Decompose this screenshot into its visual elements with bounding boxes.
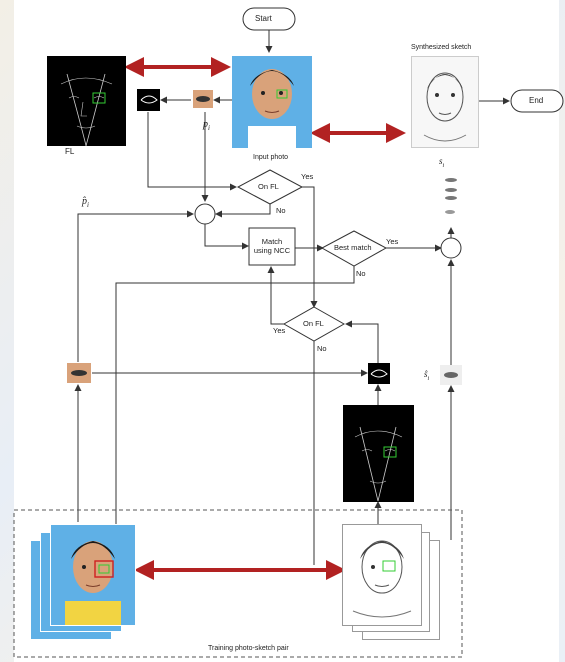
onfl-no-line: [216, 204, 270, 214]
pi-sub: i: [208, 124, 210, 132]
start-label: Start: [255, 15, 272, 23]
input-eye-patch: [193, 90, 213, 108]
si-sub: i: [443, 163, 445, 169]
training-photo-face: [51, 525, 135, 625]
training-eye-glyph: [67, 363, 91, 383]
on-fl-bottom-label: On FL: [303, 320, 324, 328]
shape-to-onfl-line: [148, 112, 236, 187]
si-hat-label: ŝi: [424, 370, 429, 382]
yes-best-label: Yes: [386, 238, 398, 246]
sketch-eye-glyph: [440, 365, 462, 385]
output-combiner-circle: [441, 238, 461, 258]
best-match-label: Best match: [334, 244, 372, 252]
yes-top-label: Yes: [301, 173, 313, 181]
input-eye-glyph: [193, 90, 213, 108]
on-fl-top-label: On FL: [258, 183, 279, 191]
no-best-label: No: [356, 270, 366, 278]
onfl-bottom-yes-line: [271, 267, 284, 324]
training-photo-image: [50, 524, 136, 626]
sketch-eye-patch: [440, 365, 462, 385]
synthesized-sketch-caption: Synthesized sketch: [411, 44, 471, 51]
fl-face-outline: [47, 56, 126, 146]
onfl-yes-line: [302, 187, 314, 307]
no-top-label: No: [276, 207, 286, 215]
pi-label: pi: [203, 120, 210, 132]
input-photo-caption: Input photo: [253, 154, 288, 161]
training-eye-patch: [67, 363, 91, 383]
synthesized-sketch-face: [412, 57, 478, 147]
phat-to-combiner-line: [78, 214, 193, 362]
match-label: Match using NCC: [251, 237, 293, 255]
synthesized-sketch-image: [411, 56, 479, 148]
yes-bottom-label: Yes: [273, 327, 285, 335]
training-fl-outline: [343, 405, 414, 502]
combiner-circle: [195, 204, 215, 224]
best-no-line: [116, 266, 354, 535]
training-fl-face-image: [343, 405, 414, 502]
pi-hat-label: p̂i: [82, 197, 89, 209]
pi-hat-sub: i: [87, 201, 89, 209]
fl-face-image: [47, 56, 126, 146]
training-sketch-image: [342, 524, 422, 626]
training-sketch-face: [343, 525, 421, 625]
input-photo-image: [232, 56, 312, 148]
training-pair-caption: Training photo-sketch pair: [208, 645, 289, 652]
si-label: si: [439, 157, 444, 169]
input-photo-face: [232, 56, 312, 148]
fl-caption: FL: [65, 148, 74, 156]
no-bottom-label: No: [317, 345, 327, 353]
end-label: End: [529, 97, 543, 105]
shape2-to-onfl-line: [346, 324, 378, 363]
combiner-to-match-line: [205, 224, 248, 246]
si-hat-sub: i: [428, 376, 430, 382]
sketch-patch-stack: [445, 178, 457, 214]
